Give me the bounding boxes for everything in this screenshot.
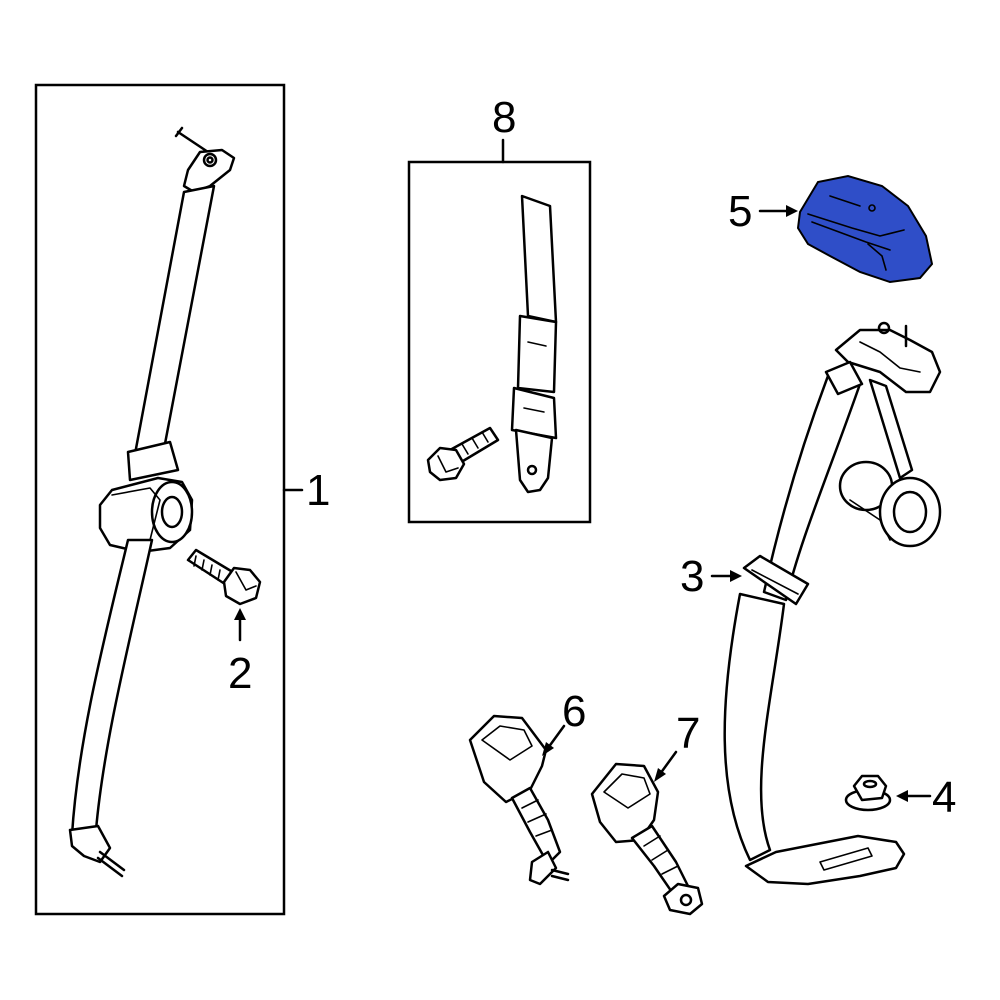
callout-3[interactable]: 3 [680,552,704,601]
callout-5[interactable]: 5 [728,187,752,236]
part-3-arrowhead [730,570,742,582]
seat-belt-assembly-part-3[interactable] [723,321,942,886]
bolt-part-8[interactable] [426,426,500,482]
callout-1[interactable]: 1 [306,466,330,515]
part-8-frame [407,160,592,524]
part-7-leader [658,750,678,776]
nut-part-4[interactable] [844,774,892,812]
part-4-arrowhead [896,790,908,802]
seat-belt-assembly-part-1[interactable] [68,126,236,878]
callout-8[interactable]: 8 [492,93,516,142]
callout-2[interactable]: 2 [228,649,252,698]
buckle-part-7[interactable] [590,762,704,916]
part-1-frame [34,83,286,916]
part-5-arrowhead [786,205,798,217]
buckle-strap-part-8[interactable] [510,194,558,494]
part-2-arrowhead [234,608,246,620]
highlighted-cover-body [796,174,934,284]
part-7-arrowhead [654,768,666,782]
bolt-part-2[interactable] [186,548,262,606]
callout-4[interactable]: 4 [932,773,956,822]
buckle-part-6[interactable] [468,714,570,886]
callout-7[interactable]: 7 [676,709,700,758]
part-6-arrowhead [542,742,554,756]
callout-6[interactable]: 6 [562,687,586,736]
retractor-cover-part-5-highlighted[interactable] [796,174,934,284]
part-6-leader [546,724,566,750]
